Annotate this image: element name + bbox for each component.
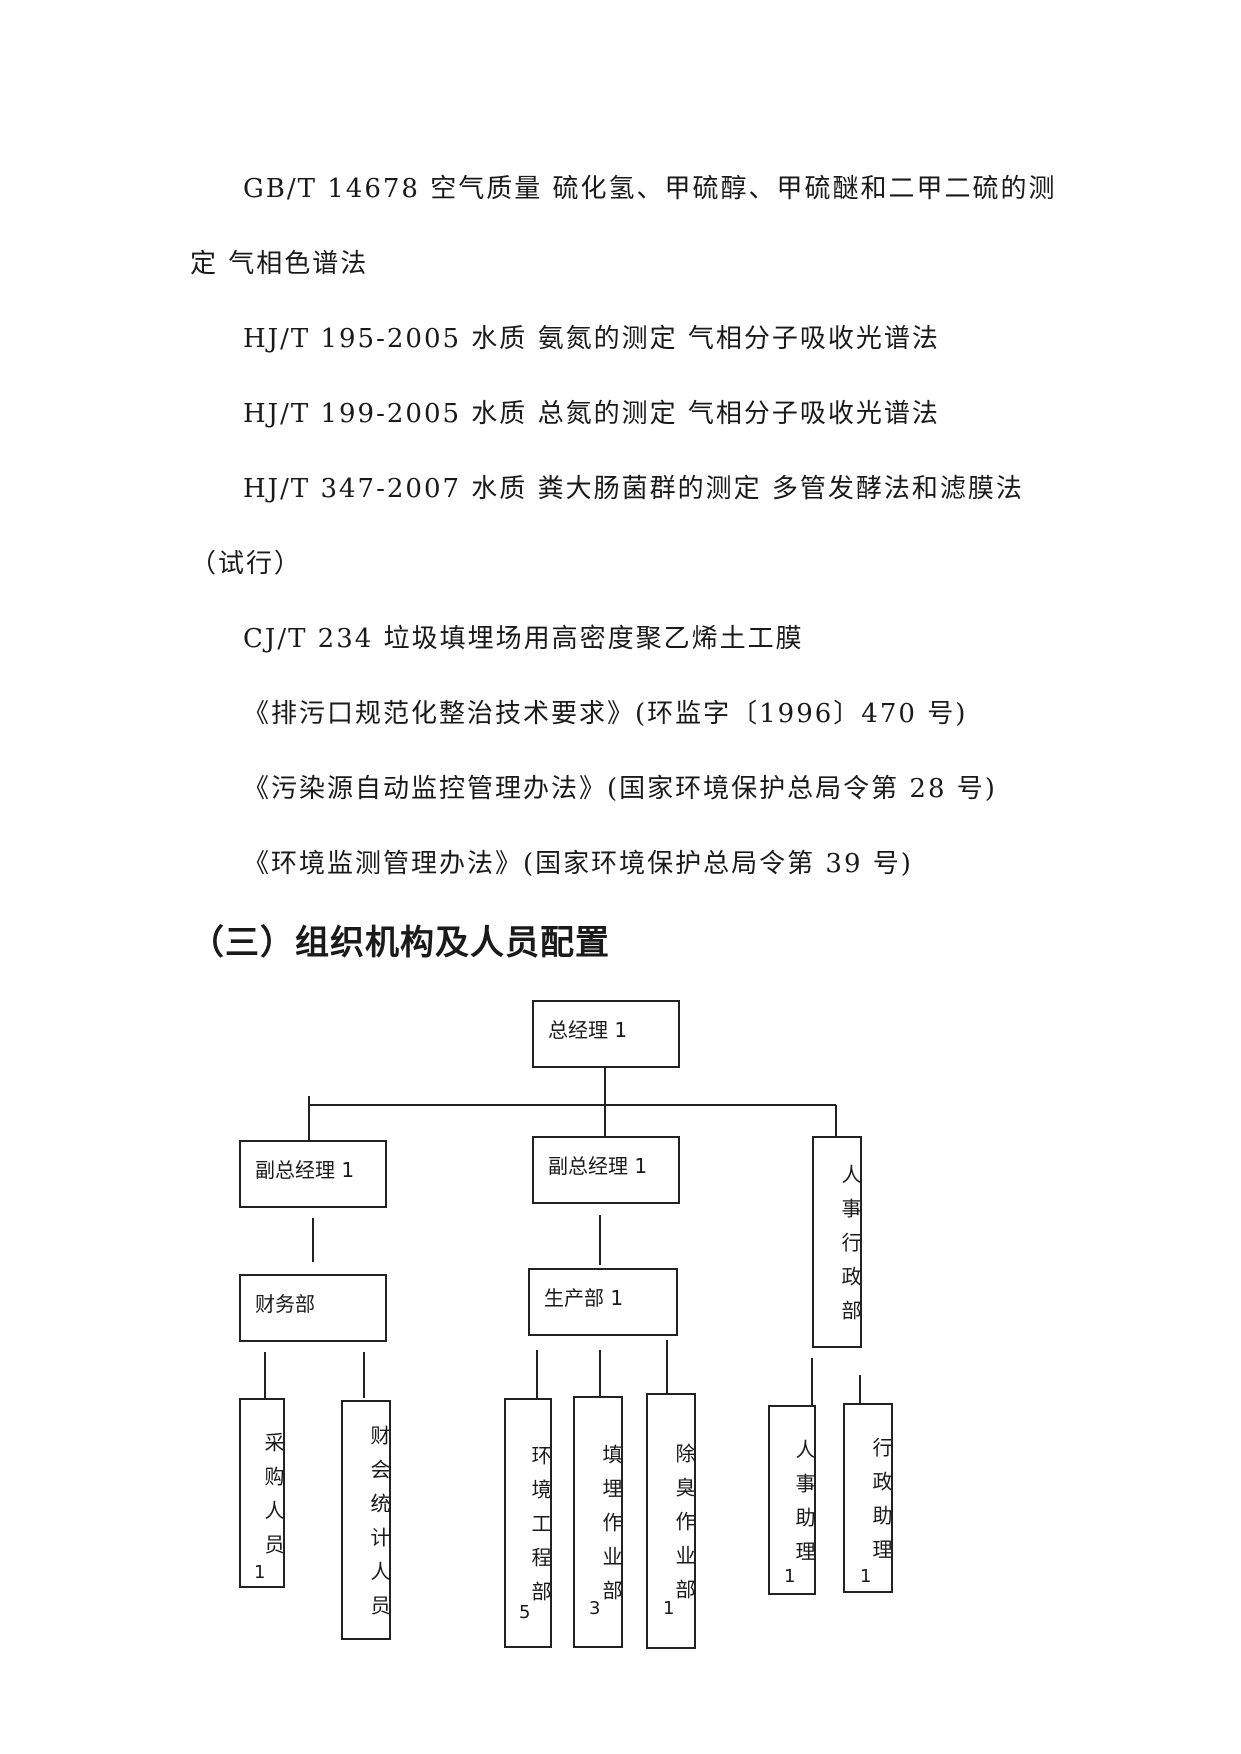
vice-gm-left-label: 副总经理 1 [255, 1158, 355, 1182]
general-manager-label: 总经理 1 [548, 1018, 628, 1042]
accounting-staff-box: 财会统计人员 [341, 1400, 391, 1640]
hr-assistant-box: 人事助理 [768, 1405, 816, 1595]
standard-line-4: HJ/T 347-2007 水质 粪大肠菌群的测定 多管发酵法和滤膜法 [243, 474, 1024, 504]
deodorization-count: 1 [663, 1598, 675, 1619]
standard-line-3: HJ/T 199-2005 水质 总氮的测定 气相分子吸收光谱法 [243, 399, 940, 429]
env-engineering-dept-box: 环境工程部 [504, 1398, 552, 1648]
standard-line-7: 《污染源自动监控管理办法》(国家环境保护总局令第 28 号) [243, 774, 997, 804]
production-dept-box: 生产部 1 [528, 1268, 678, 1336]
deodorization-dept-label: 除臭作业部 [672, 1443, 696, 1613]
purchasing-staff-count: 1 [254, 1562, 266, 1583]
standard-line-6: 《排污口规范化整治技术要求》(环监字〔1996〕470 号) [243, 699, 968, 729]
hr-assistant-count: 1 [784, 1566, 796, 1587]
standard-line-1: GB/T 14678 空气质量 硫化氢、甲硫醇、甲硫醚和二甲二硫的测 [243, 174, 1057, 204]
hr-admin-dept-label: 人事行政部 [838, 1164, 862, 1334]
finance-dept-box: 财务部 [239, 1274, 387, 1342]
purchasing-staff-box: 采购人员 [239, 1398, 285, 1588]
hr-assistant-label: 人事助理 [792, 1439, 816, 1575]
deodorization-dept-box: 除臭作业部 [646, 1393, 696, 1649]
landfill-ops-count: 3 [589, 1598, 601, 1619]
standard-line-2: HJ/T 195-2005 水质 氨氮的测定 气相分子吸收光谱法 [243, 324, 940, 354]
accounting-staff-label: 财会统计人员 [367, 1425, 391, 1629]
admin-assistant-label: 行政助理 [869, 1437, 893, 1573]
admin-assistant-box: 行政助理 [843, 1403, 893, 1593]
landfill-ops-dept-label: 填埋作业部 [599, 1444, 623, 1614]
vice-gm-left-box: 副总经理 1 [239, 1140, 387, 1208]
production-dept-label: 生产部 1 [544, 1286, 624, 1310]
standard-line-8: 《环境监测管理办法》(国家环境保护总局令第 39 号) [243, 849, 913, 879]
general-manager-box: 总经理 1 [532, 1000, 680, 1068]
vice-gm-mid-box: 副总经理 1 [532, 1136, 680, 1204]
purchasing-staff-label: 采购人员 [261, 1432, 285, 1568]
landfill-ops-dept-box: 填埋作业部 [573, 1396, 623, 1648]
admin-assistant-count: 1 [860, 1566, 872, 1587]
finance-dept-label: 财务部 [255, 1292, 315, 1316]
hr-admin-dept-box: 人事行政部 [812, 1136, 862, 1348]
env-engineering-count: 5 [519, 1602, 531, 1623]
env-engineering-dept-label: 环境工程部 [528, 1445, 552, 1615]
standard-line-5: CJ/T 234 垃圾填埋场用高密度聚乙烯土工膜 [243, 624, 804, 654]
standard-line-1-cont: 定 气相色谱法 [190, 249, 369, 279]
vice-gm-mid-label: 副总经理 1 [548, 1154, 648, 1178]
standard-line-4-cont: （试行） [190, 549, 303, 579]
section-heading: （三）组织机构及人员配置 [190, 923, 610, 963]
